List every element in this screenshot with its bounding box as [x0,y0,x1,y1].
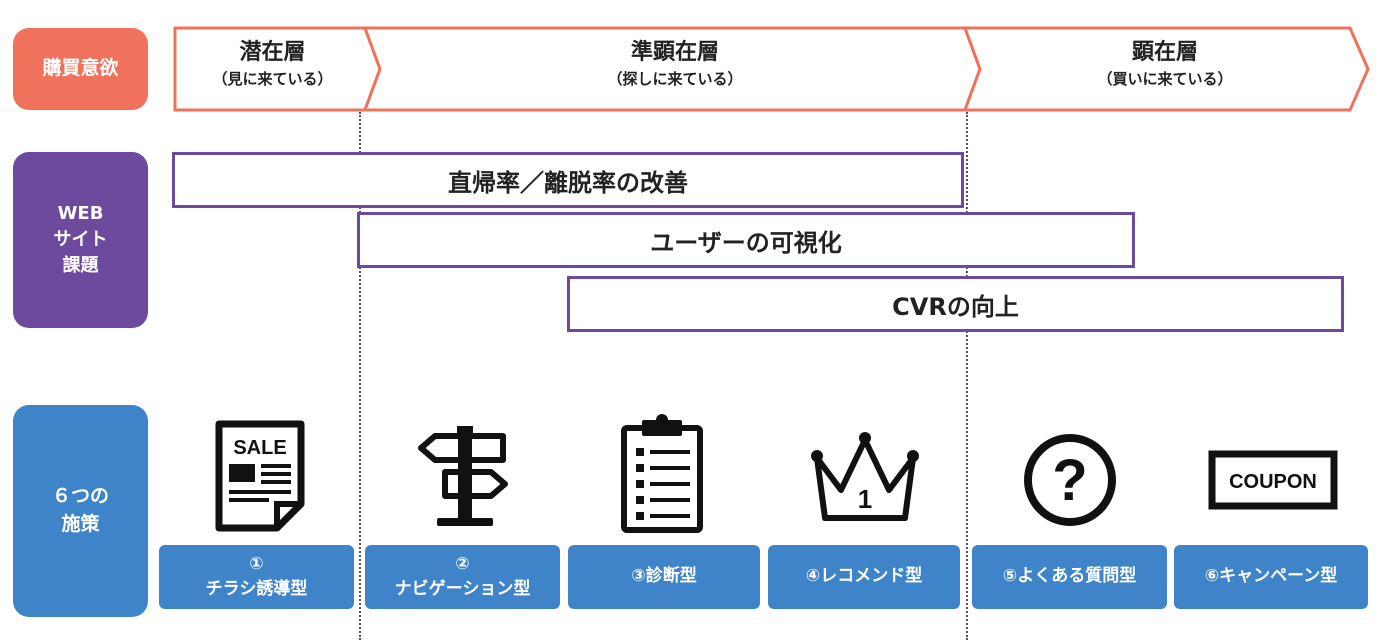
six-measures-label: ６つの 施策 [13,405,148,617]
six-measures-label-line: ６つの [51,485,109,508]
measure-number: ② [455,553,470,574]
stage-divider [359,112,361,640]
question-icon: ? [1024,434,1116,526]
issue-cvr-improvement: CVRの向上 [567,276,1344,332]
measure-diagnosis: ③診断型 [568,545,760,609]
coupon-icon: COUPON [1208,450,1338,510]
issue-user-visualization: ユーザーの可視化 [357,212,1135,268]
measure-label: ④レコメンド型 [805,566,923,587]
stage-subtitle: （探しに来ている） [607,70,743,88]
checklist-clipboard-icon [621,414,703,533]
measure-recommend: ④レコメンド型 [768,545,960,609]
stage-semi-manifest: 準顕在層 （探しに来ている） [380,38,970,90]
stage-title: 潜在層 [239,40,306,65]
crown-rank-icon: 1 [811,432,919,521]
six-measures-label-line: 施策 [61,513,100,535]
sale-text: SALE [233,437,286,459]
stage-manifest: 顕在層 （買いに来ている） [980,38,1350,90]
web-issues-label-line: サイト [53,228,108,250]
measure-label: チラシ誘導型 [205,579,308,599]
coupon-text: COUPON [1229,471,1317,493]
stage-title: 準顕在層 [630,40,719,65]
measure-flyer-guide: ① チラシ誘導型 [159,545,354,609]
stage-divider [966,112,968,640]
measure-label: ⑤よくある質問型 [1002,566,1137,587]
purchase-intent-label: 購買意欲 [13,28,148,110]
stage-title: 顕在層 [1131,40,1198,65]
stage-latent: 潜在層 （見に来ている） [175,38,370,90]
measure-campaign: ⑥キャンペーン型 [1174,545,1368,609]
stage-subtitle: （買いに来ている） [1097,70,1233,88]
rank-number: 1 [858,484,872,514]
measure-faq: ⑤よくある質問型 [972,545,1167,609]
measure-label: ナビゲーション型 [394,579,531,599]
measure-label: ⑥キャンペーン型 [1204,566,1338,587]
question-mark: ? [1052,448,1087,513]
stage-arrow-manifest [962,26,1370,112]
sale-flyer-icon: SALE [215,420,305,532]
measure-label: ③診断型 [631,566,697,587]
signpost-icon [418,426,508,526]
measure-number: ① [249,553,264,574]
measure-navigation: ② ナビゲーション型 [365,545,560,609]
web-issues-label-line: 課題 [62,255,99,277]
web-issues-label: WEB サイト 課題 [13,152,148,328]
issue-bounce-exit-rate: 直帰率／離脱率の改善 [172,152,964,208]
web-issues-label-line: WEB [57,202,104,224]
stage-subtitle: （見に来ている） [212,70,333,88]
